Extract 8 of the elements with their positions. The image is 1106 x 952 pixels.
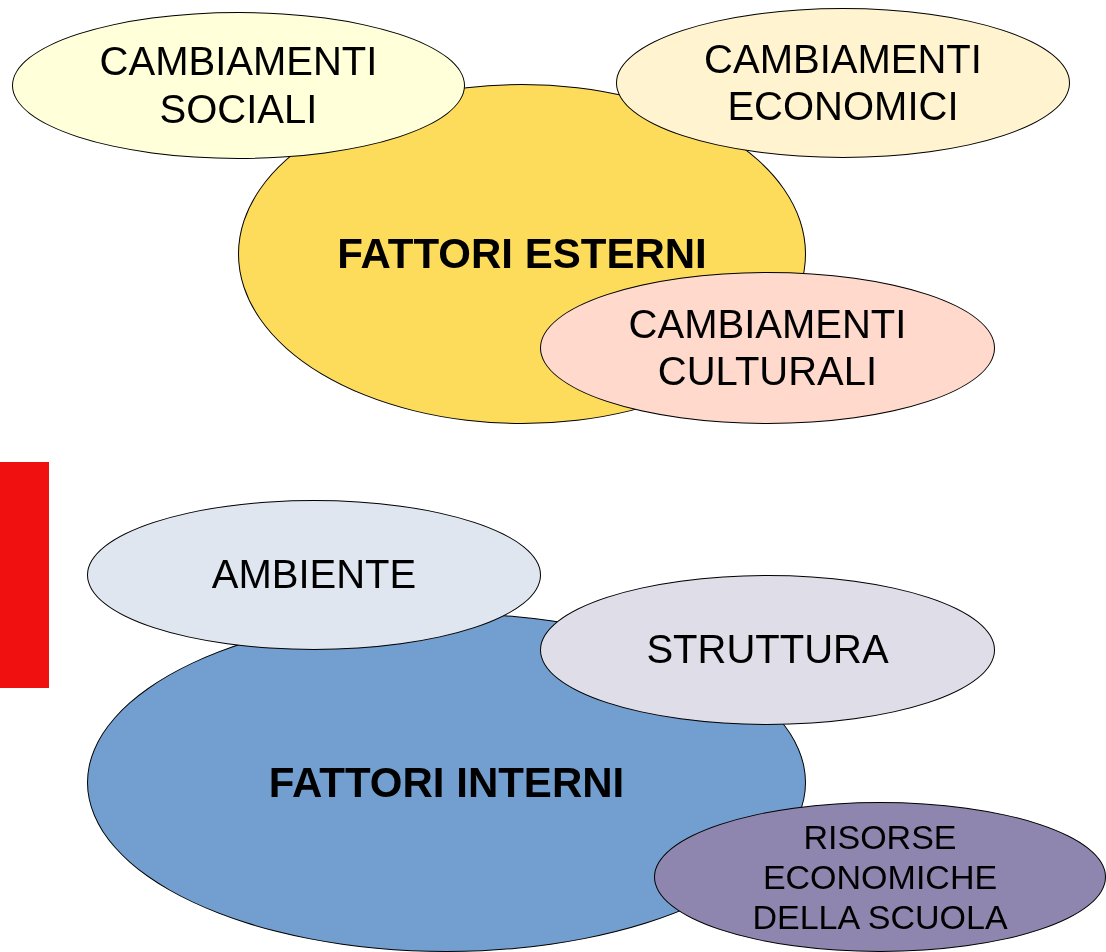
ellipse-label: CAMBIAMENTI CULTURALI bbox=[627, 300, 908, 395]
heading-text: FATTORI INTERNI bbox=[268, 757, 625, 808]
heading-text: FATTORI ESTERNI bbox=[337, 229, 707, 279]
ellipse-label: STRUTTURA bbox=[646, 626, 889, 674]
ellipse-label: CAMBIAMENTI SOCIALI bbox=[98, 38, 379, 133]
ellipse-label: AMBIENTE bbox=[211, 551, 417, 599]
ellipse-label: RISORSE ECONOMICHE DELLA SCUOLA bbox=[751, 816, 1009, 938]
ellipse-label: CAMBIAMENTI ECONOMICI bbox=[703, 35, 983, 130]
